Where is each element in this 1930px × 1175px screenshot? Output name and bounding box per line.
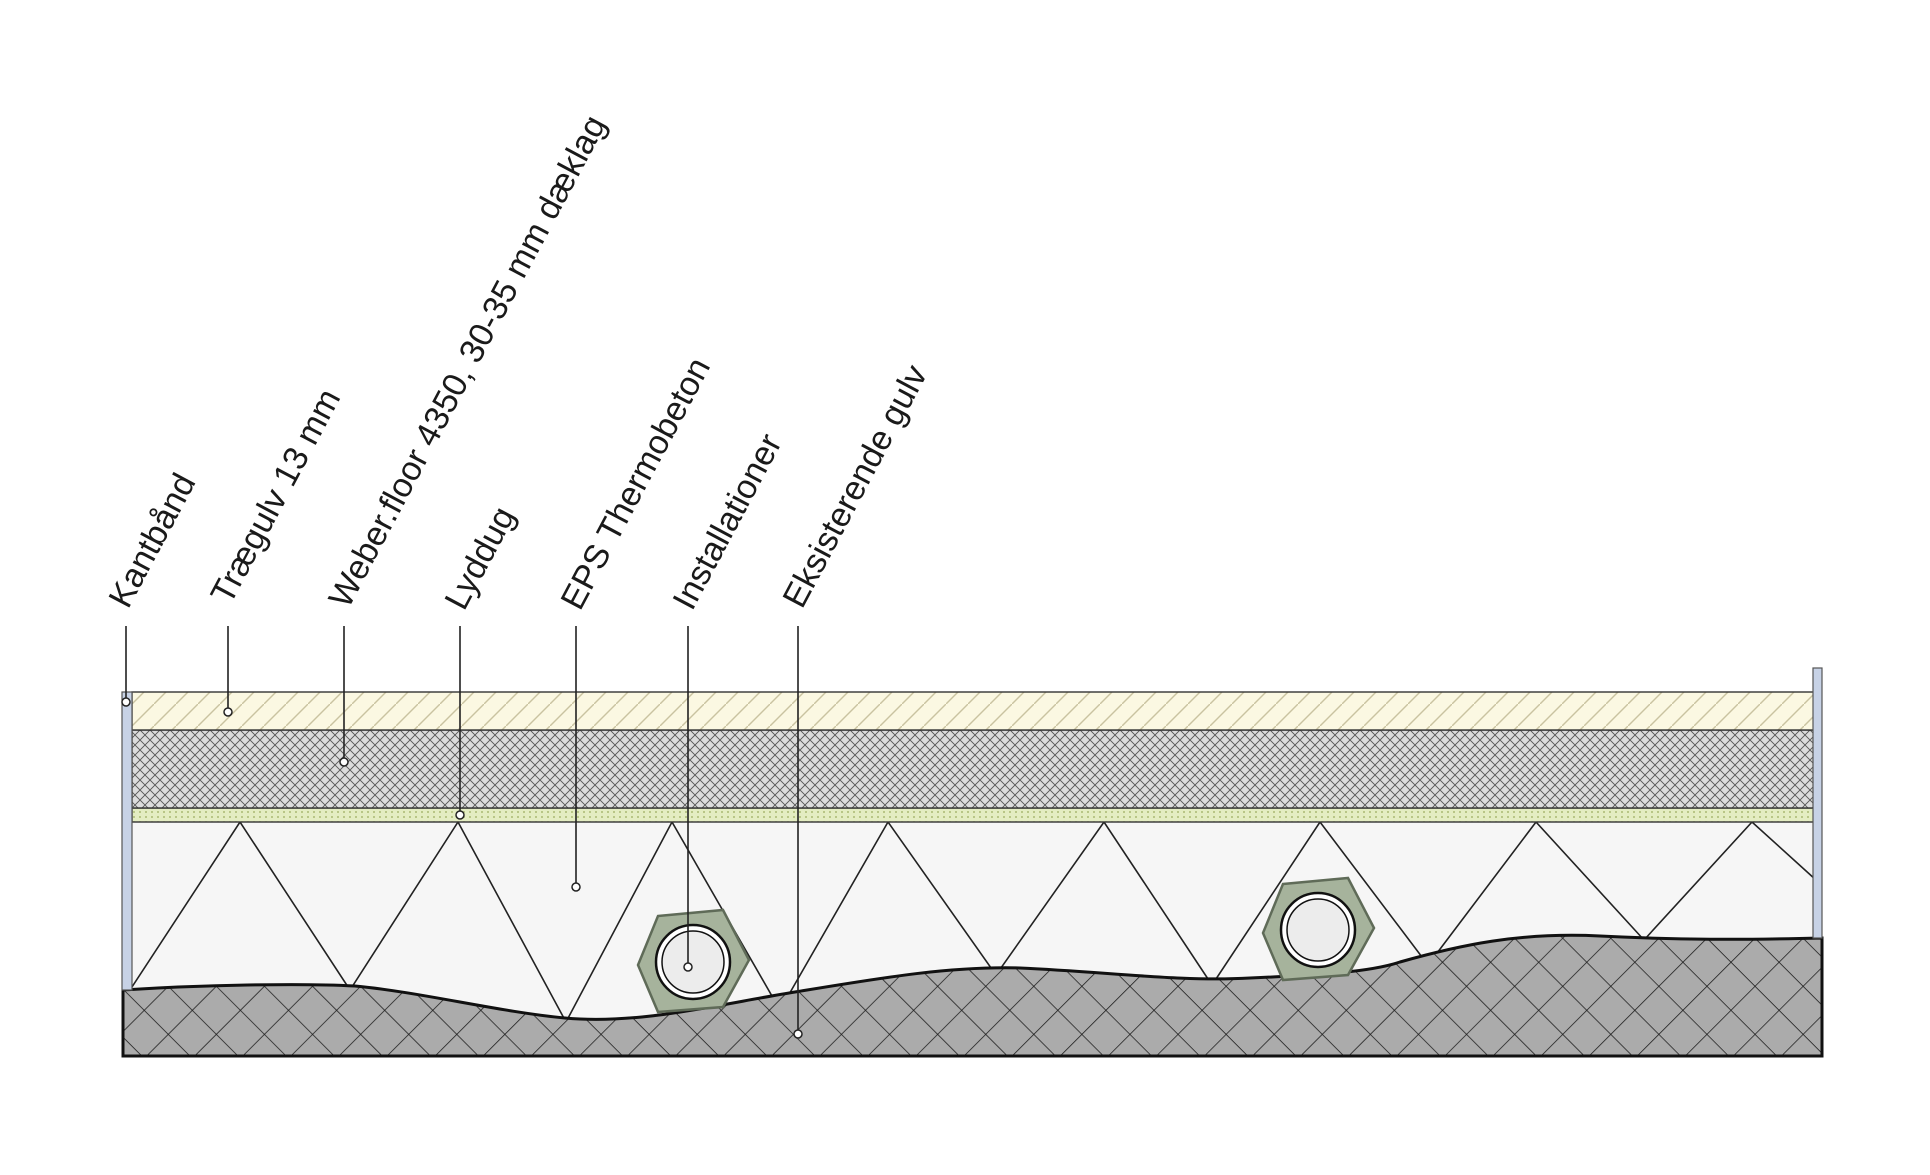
label-kantbaand: Kantbånd — [102, 467, 204, 613]
edge-strip-right — [1812, 667, 1823, 939]
leader-installationer — [683, 626, 693, 972]
sound-mat-layer — [131, 807, 1817, 823]
pipe-installation-2 — [1261, 876, 1376, 982]
leader-lyddug — [455, 626, 465, 820]
label-lyddug: Lyddug — [438, 501, 523, 616]
leader-eps — [571, 626, 581, 892]
label-weber: Weber.floor 4350, 30-35 mm dæklag — [322, 109, 614, 614]
pipe-installation-1 — [636, 908, 751, 1014]
leader-weber — [339, 626, 349, 767]
leader-traegulv — [223, 626, 233, 717]
label-installationer: Installationer — [666, 428, 790, 616]
wood-floor-layer — [131, 691, 1817, 731]
leader-kantbaand — [121, 626, 131, 707]
label-eksisterende: Eksisterende gulv — [776, 359, 936, 614]
leader-eksisterende — [793, 626, 803, 1039]
label-traegulv: Trægulv 13 mm — [204, 383, 349, 610]
existing-floor — [121, 933, 1824, 1058]
edge-strip-left — [121, 691, 133, 991]
screed-layer — [131, 729, 1817, 809]
